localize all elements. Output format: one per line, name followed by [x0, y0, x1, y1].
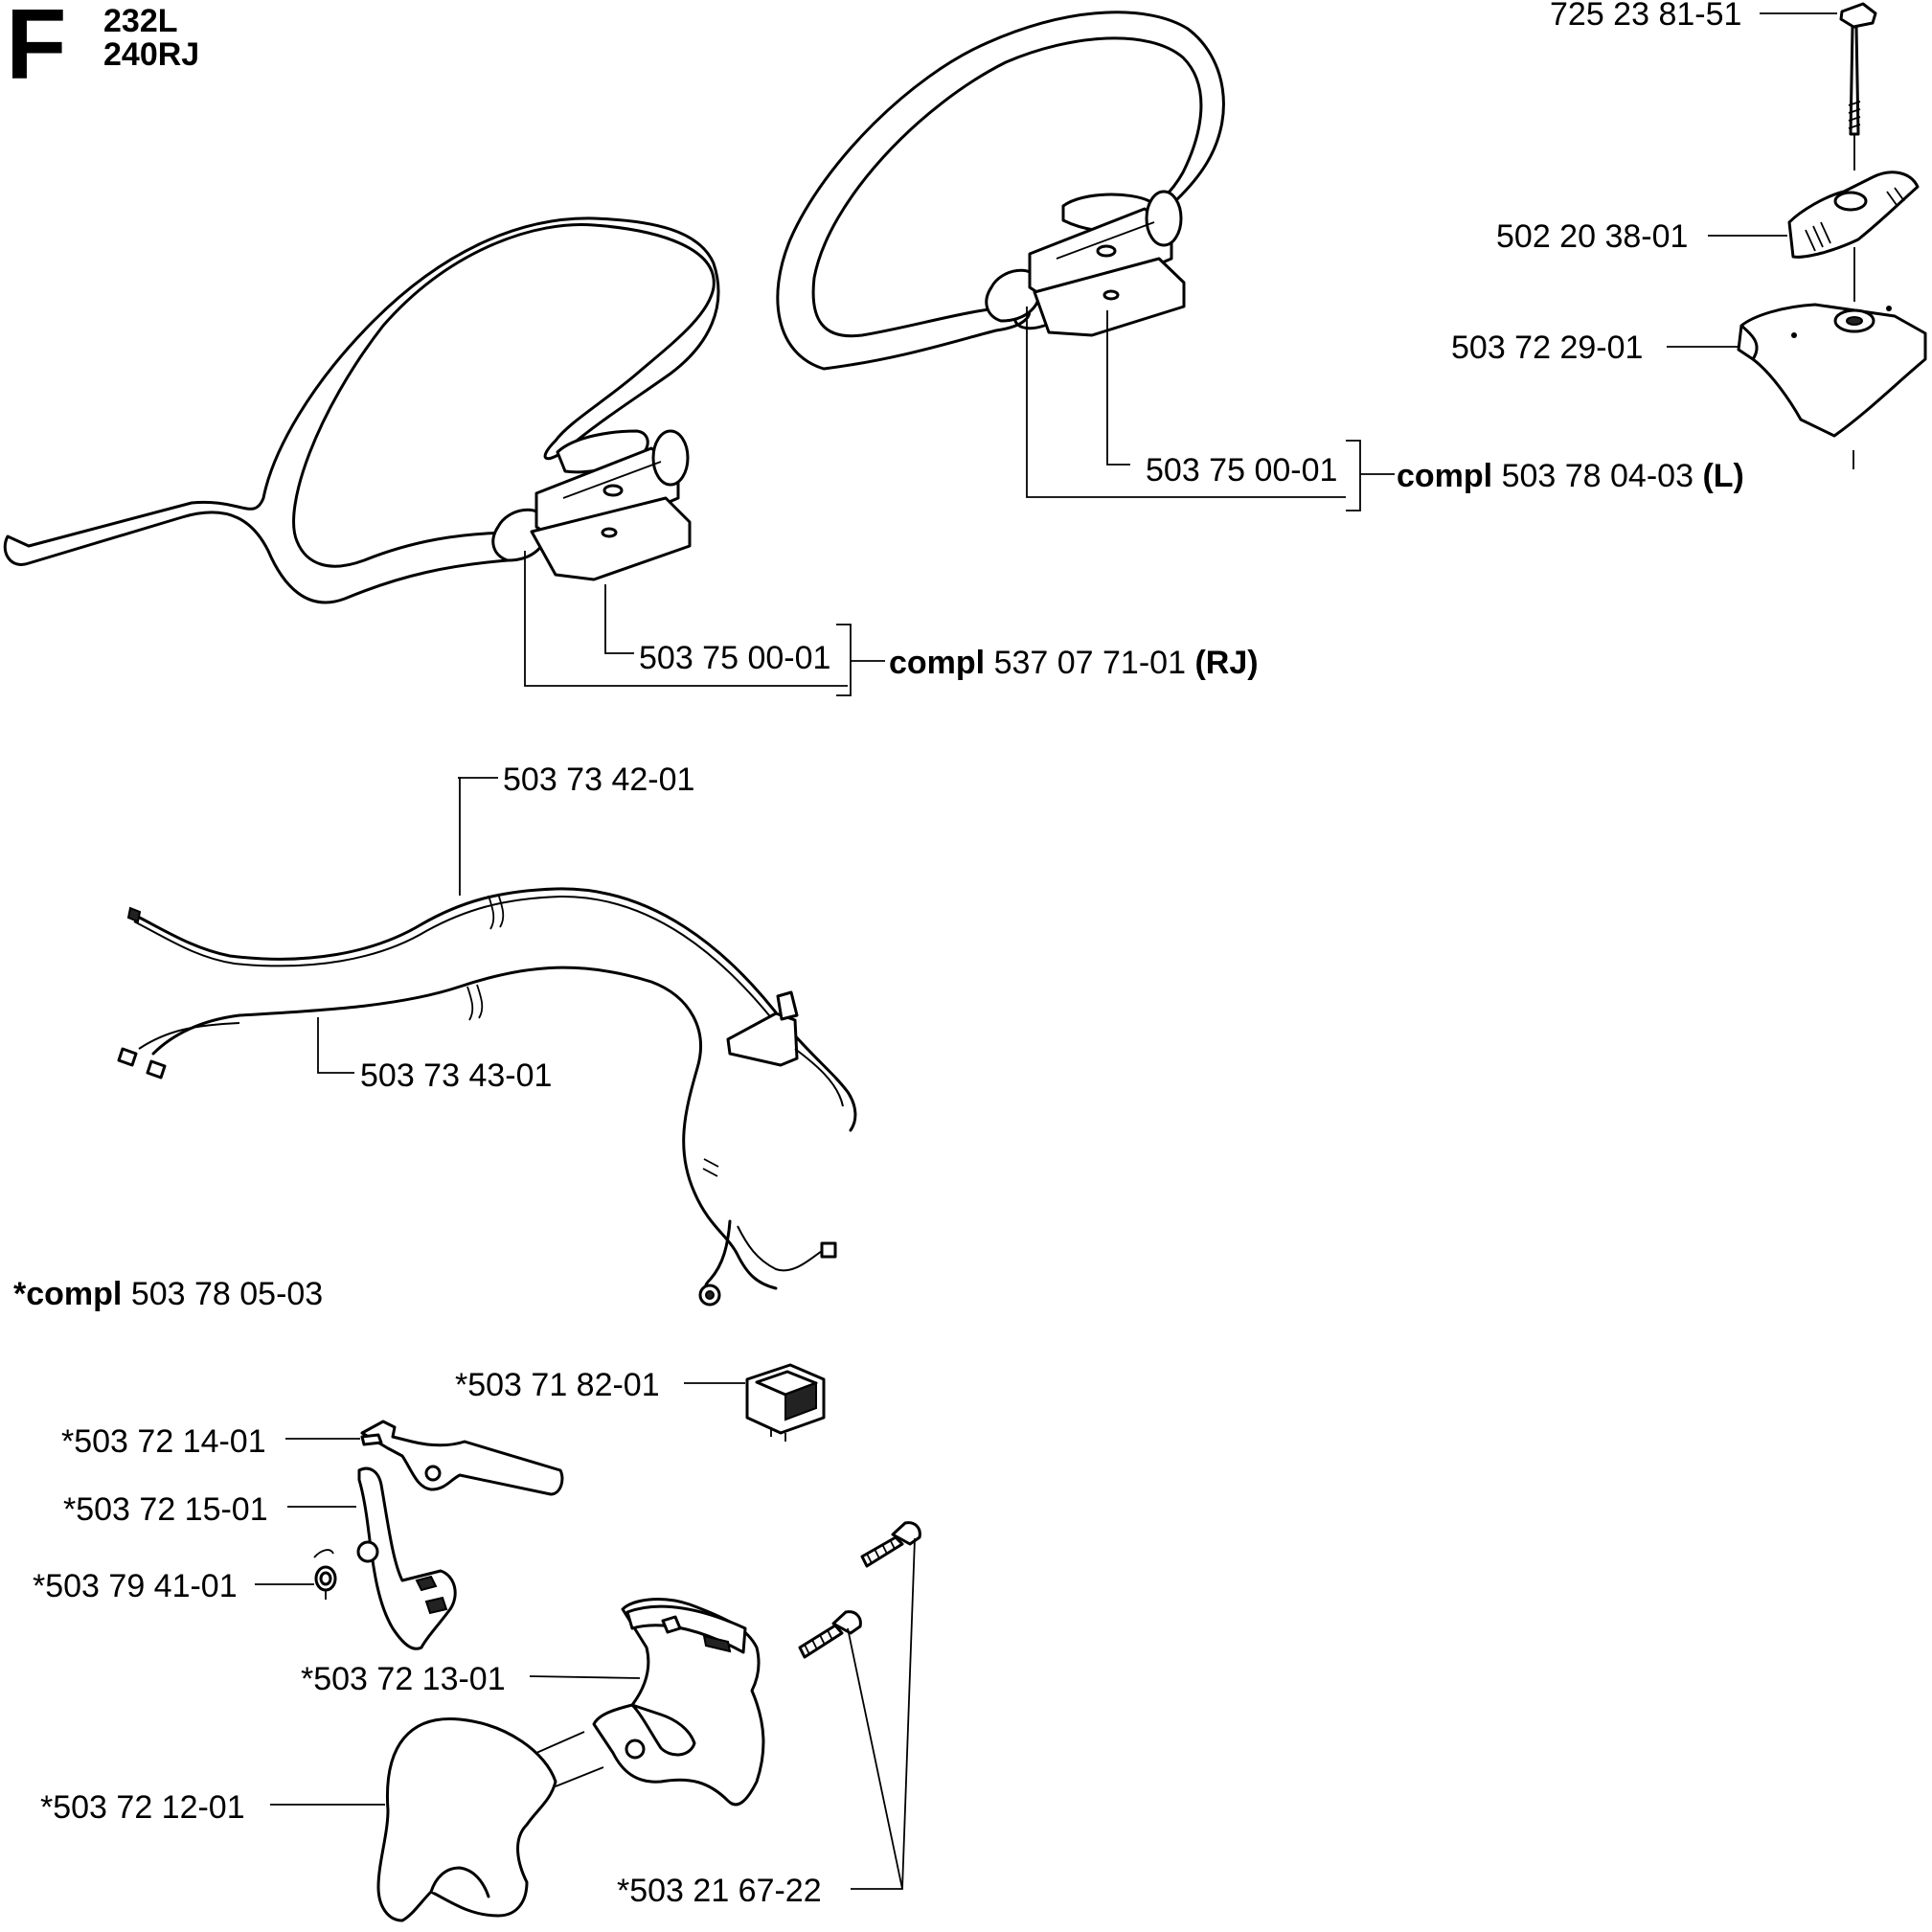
label-bracket-rj: 503 75 00-01	[639, 640, 830, 676]
spring-icon	[313, 1549, 337, 1600]
label-lockout: *503 72 15-01	[63, 1491, 268, 1528]
label-cable-2: 503 73 43-01	[360, 1057, 552, 1094]
label-bracket-l: 503 75 00-01	[1146, 452, 1337, 489]
throttle-lever-icon	[360, 1420, 564, 1496]
wing-nut-icon	[1787, 170, 1920, 302]
label-switch: *503 71 82-01	[455, 1367, 660, 1403]
model-232l: 232L	[103, 3, 178, 39]
label-wing-nut: 502 20 38-01	[1496, 218, 1688, 255]
label-clamp-plate: 503 72 29-01	[1451, 330, 1643, 366]
stop-switch-icon	[745, 1363, 826, 1442]
label-compl-rj: compl 537 07 71-01 (RJ)	[889, 645, 1259, 681]
handle-housing-icon	[592, 1598, 765, 1807]
screw-icon	[798, 1521, 921, 1659]
loop-handle-l-icon	[776, 11, 1225, 371]
section-letter: F	[6, 0, 67, 101]
bolt-icon	[1839, 2, 1877, 170]
label-cable-1: 503 73 42-01	[503, 761, 694, 798]
loop-handle-rj-icon	[3, 216, 720, 604]
clamp-plate-icon	[1737, 303, 1927, 469]
label-compl-harness: *compl 503 78 05-03	[13, 1276, 323, 1312]
wiring-harness-icon	[117, 966, 844, 1307]
label-throttle-lever: *503 72 14-01	[61, 1423, 266, 1460]
label-compl-l: compl 503 78 04-03 (L)	[1397, 458, 1744, 494]
cable-icon	[126, 887, 857, 1132]
model-240rj: 240RJ	[103, 36, 199, 73]
throttle-lockout-icon	[356, 1466, 457, 1650]
label-housing-half: *503 72 13-01	[301, 1661, 506, 1697]
handle-cover-icon	[376, 1716, 557, 1922]
label-housing-cover: *503 72 12-01	[40, 1789, 245, 1826]
label-screws: *503 21 67-22	[617, 1873, 822, 1909]
label-spring: *503 79 41-01	[33, 1568, 238, 1604]
leader-lines	[255, 12, 1837, 1890]
label-bolt: 725 23 81-51	[1550, 0, 1741, 33]
